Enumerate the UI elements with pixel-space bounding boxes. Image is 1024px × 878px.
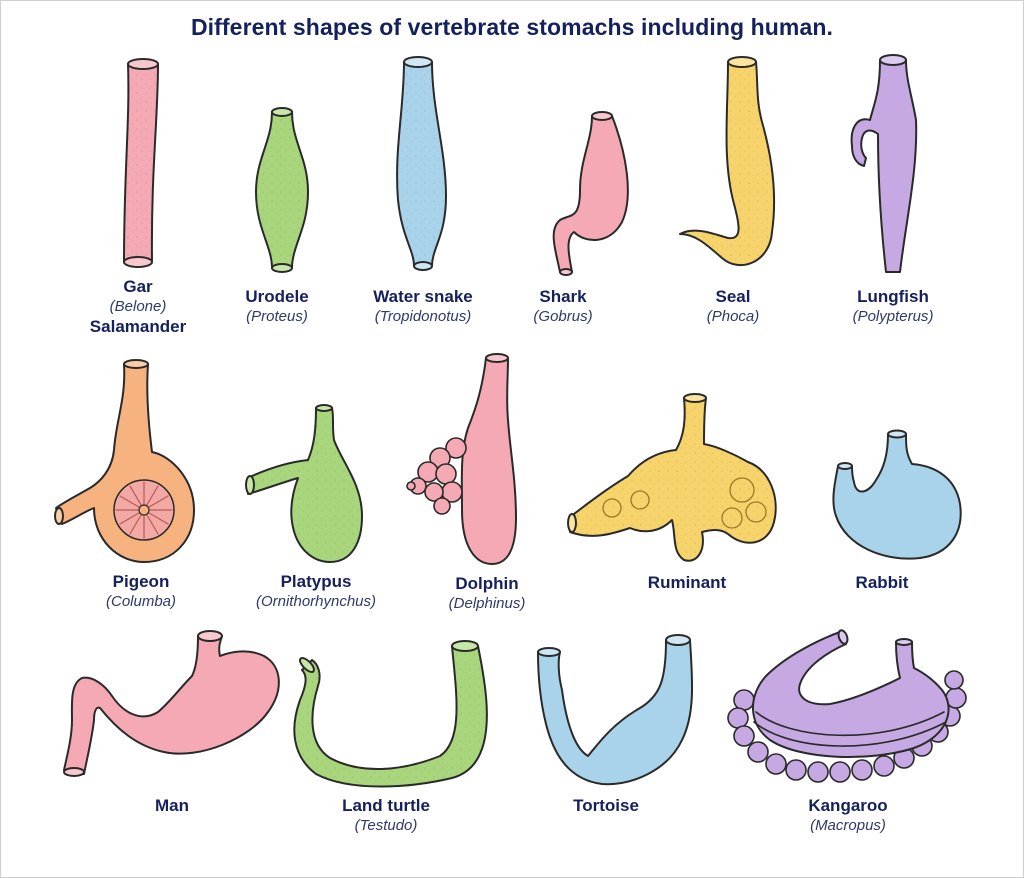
- platypus-stomach-shape: [245, 404, 363, 563]
- tortoise-stomach-shape: [537, 634, 694, 786]
- label-ruminant: Ruminant: [648, 572, 726, 593]
- stomach-name: Water snake: [373, 287, 473, 306]
- stomach-species: (Columba): [105, 593, 177, 610]
- gar-stomach-shape: [123, 58, 159, 268]
- shark-stomach-shape: [552, 111, 629, 276]
- kangaroo-stomach-shape: [727, 629, 967, 783]
- man-stomach-shape: [63, 630, 280, 777]
- stomach-name: Man: [155, 796, 189, 815]
- urodele-stomach-shape: [255, 107, 309, 273]
- stomach-species: (Ornithorhynchus): [255, 593, 377, 610]
- stomach-name: Tortoise: [573, 796, 639, 815]
- stomach-species: (Gobrus): [533, 308, 593, 325]
- label-kangaroo: Kangaroo (Macropus): [808, 795, 887, 835]
- seal-stomach-shape: [679, 56, 776, 267]
- stomach-species: (Macropus): [810, 817, 886, 834]
- stomach-name: Kangaroo: [808, 796, 888, 815]
- rabbit-stomach-shape: [832, 429, 962, 560]
- stomach-species: (Tropidonotus): [374, 308, 472, 325]
- stomach-name: Seal: [715, 287, 751, 306]
- ruminant-stomach-shape: [567, 393, 777, 562]
- label-seal: Seal (Phoca): [707, 286, 760, 326]
- label-platypus: Platypus (Ornithorhynchus): [256, 571, 376, 611]
- stomach-name: Urodele: [245, 287, 309, 306]
- stomach-species: (Testudo): [354, 817, 418, 834]
- stomach-name: Land turtle: [342, 796, 430, 815]
- label-shark: Shark (Gobrus): [533, 286, 592, 326]
- label-water-snake: Water snake (Tropidonotus): [373, 286, 473, 326]
- label-pigeon: Pigeon (Columba): [106, 571, 176, 611]
- stomach-species: (Belone): [109, 298, 167, 315]
- label-man: Man: [155, 795, 189, 816]
- diagram-title: Different shapes of vertebrate stomachs …: [190, 14, 834, 40]
- label-rabbit: Rabbit: [856, 572, 909, 593]
- stomach-name: Pigeon: [112, 572, 170, 591]
- label-urodele: Urodele (Proteus): [245, 286, 308, 326]
- label-tortoise: Tortoise: [573, 795, 639, 816]
- label-gar: Gar (Belone) Salamander: [90, 276, 186, 337]
- stomach-extra-name: Salamander: [89, 317, 187, 336]
- pigeon-stomach-shape: [54, 359, 195, 563]
- stomach-species: (Proteus): [246, 308, 308, 325]
- stomach-species: (Delphinus): [448, 595, 526, 612]
- stomach-name: Rabbit: [855, 573, 909, 592]
- stomach-species: (Polypterus): [852, 308, 934, 325]
- lungfish-stomach-shape: [850, 54, 918, 273]
- label-lungfish: Lungfish (Polypterus): [853, 286, 934, 326]
- stomach-name: Shark: [539, 287, 587, 306]
- stomach-name: Ruminant: [647, 573, 727, 592]
- land-turtle-stomach-shape: [293, 640, 488, 788]
- dolphin-stomach-shape: [406, 353, 517, 565]
- label-land-turtle: Land turtle (Testudo): [342, 795, 430, 835]
- label-dolphin: Dolphin (Delphinus): [449, 573, 526, 613]
- stomach-name: Dolphin: [455, 574, 519, 593]
- water-snake-stomach-shape: [396, 56, 447, 271]
- stomach-name: Platypus: [280, 572, 352, 591]
- stomach-name: Lungfish: [857, 287, 929, 306]
- stomach-name: Gar: [123, 277, 153, 296]
- stomach-species: (Phoca): [706, 308, 760, 325]
